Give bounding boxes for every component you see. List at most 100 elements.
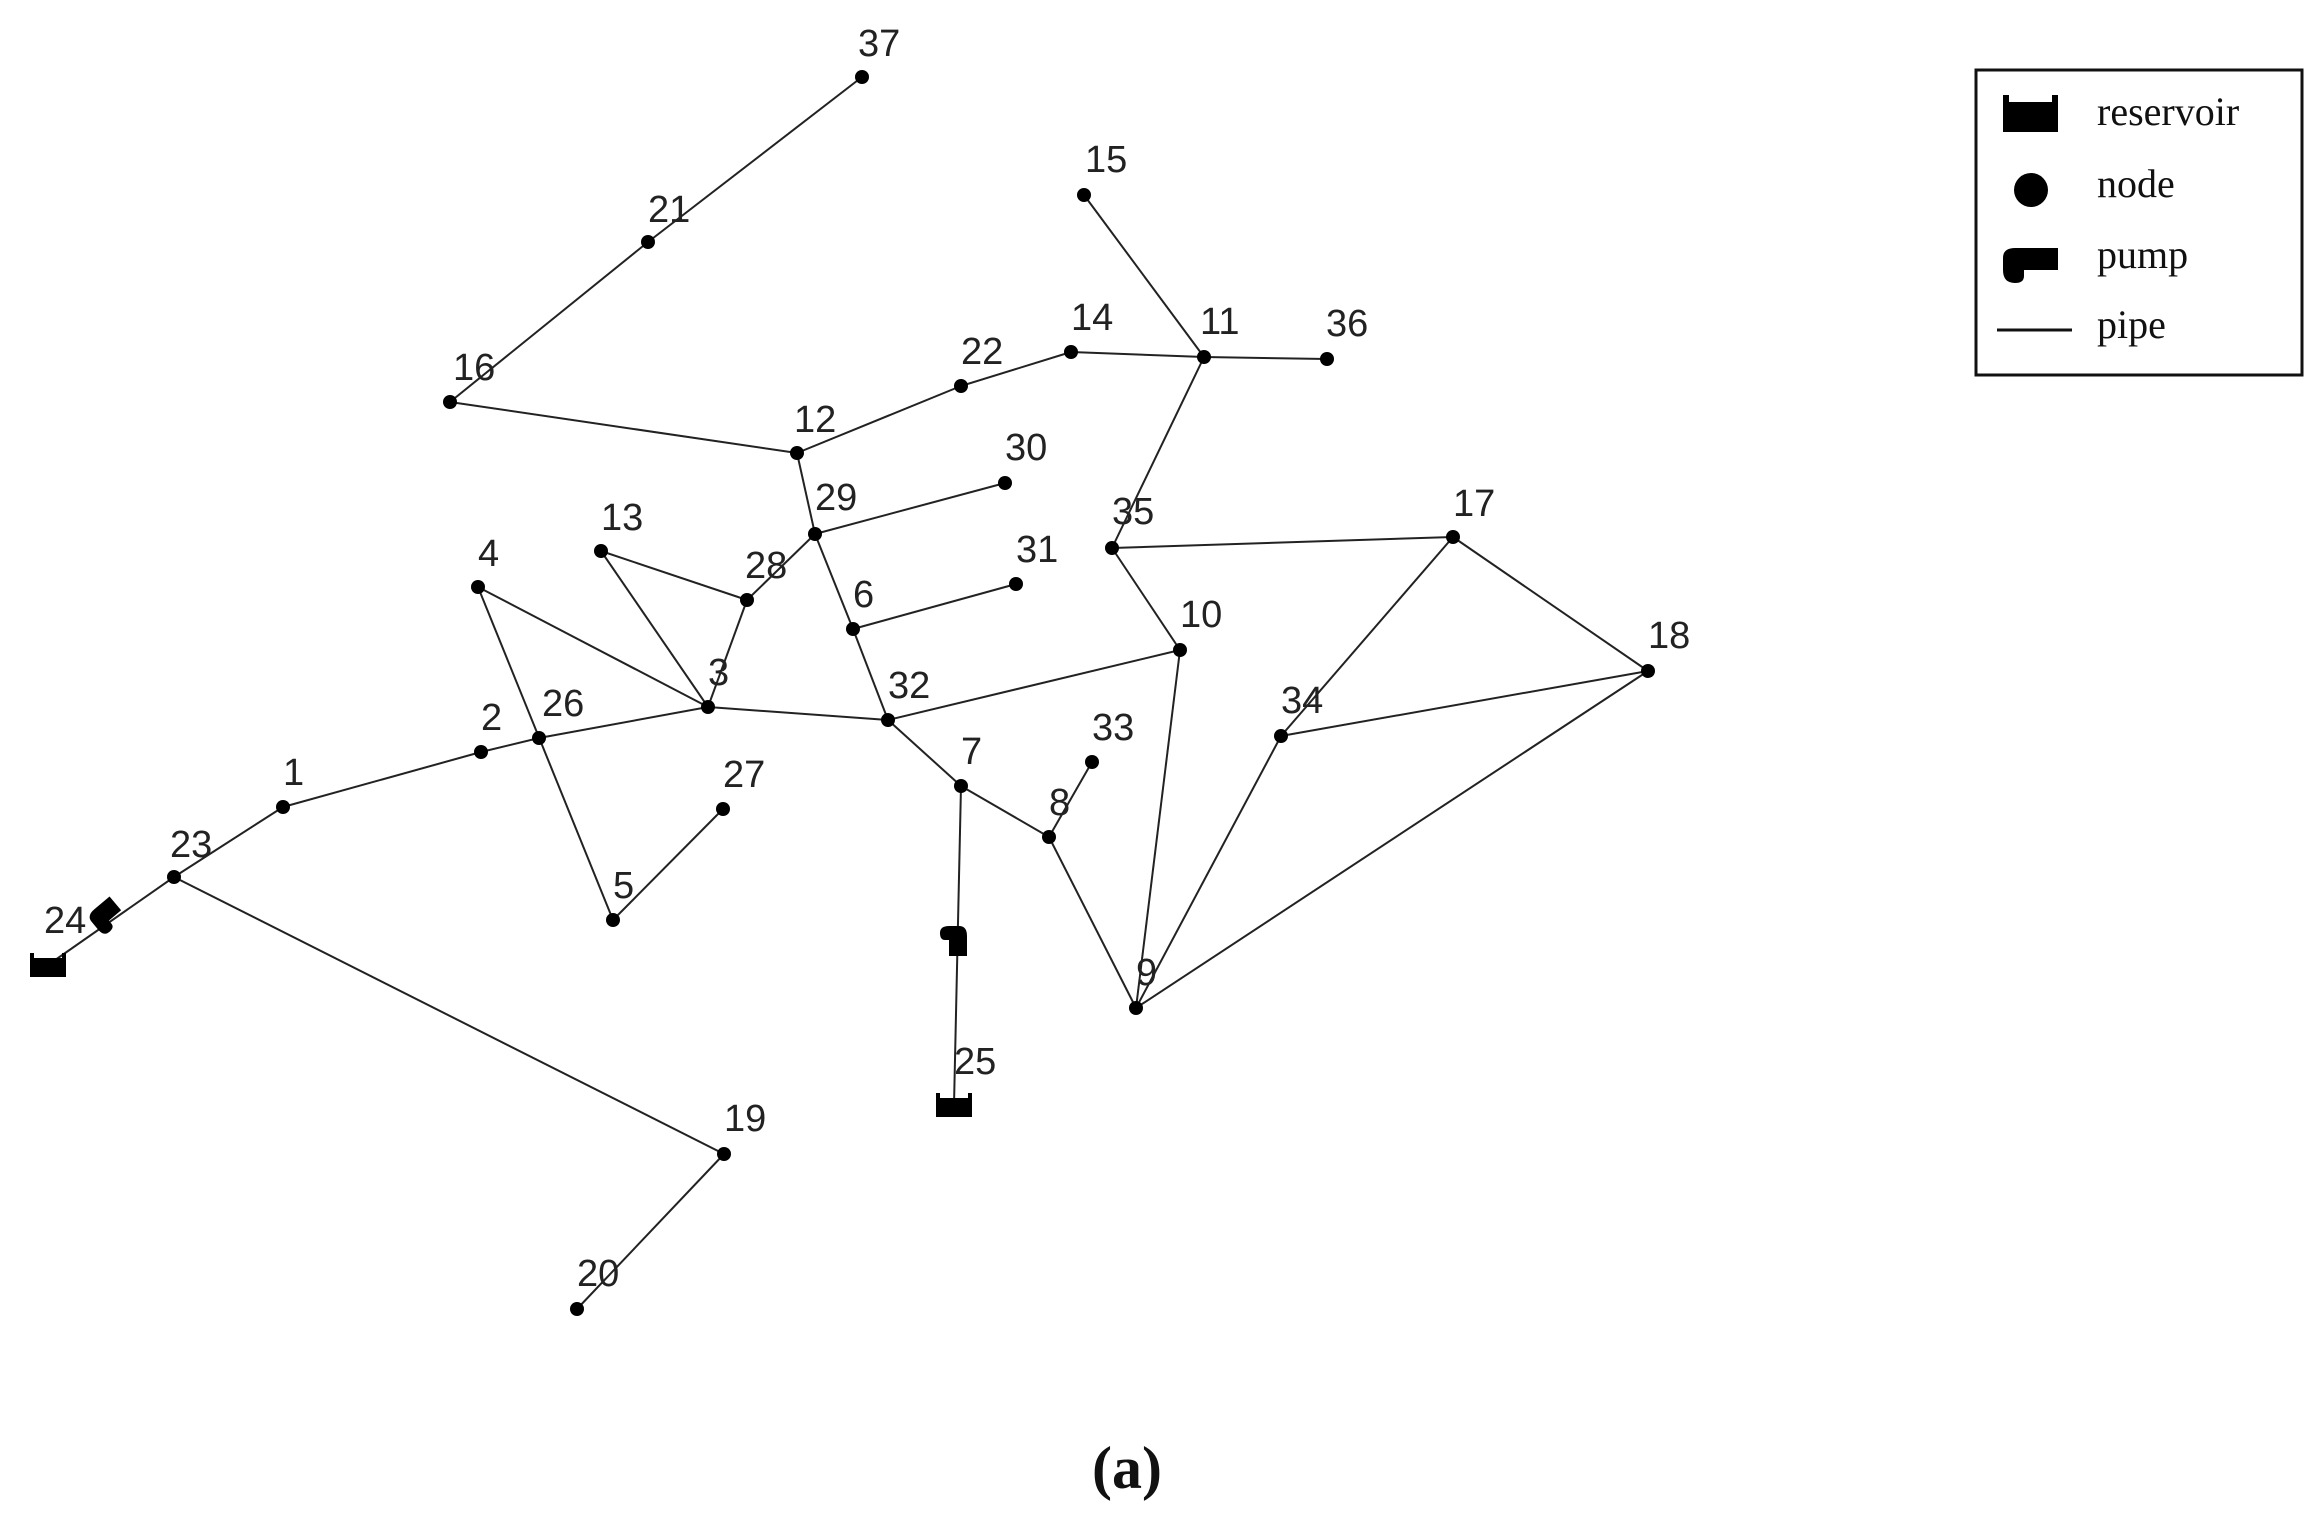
node-label-30: 30 <box>1005 427 1047 469</box>
pipe-10-35 <box>1111 547 1181 651</box>
pipe-3-32 <box>707 706 889 721</box>
node-37 <box>855 70 869 84</box>
node-label-8: 8 <box>1049 782 1070 824</box>
legend-reservoir-label: reservoir <box>2097 89 2239 134</box>
node-31 <box>1009 577 1023 591</box>
node-label-28: 28 <box>745 545 787 587</box>
pipe-17-18 <box>1452 536 1649 672</box>
node-label-25: 25 <box>954 1041 996 1083</box>
pipe-12-22 <box>796 385 962 454</box>
node-26 <box>532 731 546 745</box>
pipe-11-36 <box>1203 356 1328 360</box>
node-label-33: 33 <box>1092 707 1134 749</box>
pipe-14-11 <box>1070 351 1205 358</box>
node-8 <box>1042 830 1056 844</box>
pump-icon <box>940 926 967 956</box>
node-14 <box>1064 345 1078 359</box>
node-3 <box>701 700 715 714</box>
pipe-16-12 <box>449 401 798 454</box>
node-23 <box>167 870 181 884</box>
pipe-19-20 <box>576 1153 725 1310</box>
pipe-18-9 <box>1135 670 1649 1009</box>
node-11 <box>1197 350 1211 364</box>
node-1 <box>276 800 290 814</box>
node-label-26: 26 <box>542 683 584 725</box>
pipe-29-28 <box>746 533 816 601</box>
pipe-6-31 <box>852 583 1017 630</box>
pipe-7-8 <box>960 785 1050 838</box>
node-35 <box>1105 541 1119 555</box>
node-label-15: 15 <box>1085 139 1127 181</box>
pipe-13-3 <box>600 550 709 708</box>
pipe-11-35 <box>1111 356 1205 549</box>
legend-pump-label: pump <box>2097 232 2188 277</box>
node-label-17: 17 <box>1453 483 1495 525</box>
pipe-28-3 <box>707 599 748 708</box>
pipe-34-9 <box>1135 735 1282 1009</box>
node-label-23: 23 <box>170 824 212 866</box>
node-label-20: 20 <box>577 1253 619 1295</box>
node-label-16: 16 <box>453 347 495 389</box>
node-label-4: 4 <box>478 533 499 575</box>
pipe-28-13 <box>600 550 748 601</box>
pipe-29-6 <box>814 533 854 630</box>
pipe-2-1 <box>282 751 482 808</box>
legend-node-label: node <box>2097 161 2175 206</box>
node-19 <box>717 1147 731 1161</box>
node-13 <box>594 544 608 558</box>
node-2 <box>474 745 488 759</box>
pipe-5-27 <box>612 808 724 921</box>
reservoir-icon <box>30 953 66 977</box>
node-label-2: 2 <box>481 697 502 739</box>
node-4 <box>471 580 485 594</box>
node-10 <box>1173 643 1187 657</box>
node-label-1: 1 <box>283 752 304 794</box>
node-label-5: 5 <box>613 865 634 907</box>
pipe-22-14 <box>960 351 1072 387</box>
node-label-9: 9 <box>1136 952 1157 994</box>
legend-pipe-label: pipe <box>2097 302 2166 347</box>
pipe-32-7 <box>887 719 962 787</box>
reservoir-icon <box>2003 95 2058 132</box>
node-label-11: 11 <box>1200 301 1239 343</box>
nodes-layer: 1234567891011121314151617181920212223242… <box>30 23 1690 1316</box>
node-label-7: 7 <box>961 731 982 773</box>
node-15 <box>1077 188 1091 202</box>
pipe-6-32 <box>852 628 889 721</box>
node-32 <box>881 713 895 727</box>
node-label-13: 13 <box>601 497 643 539</box>
pipe-4-5 <box>477 586 614 921</box>
pumps-layer <box>89 896 967 956</box>
figure-caption: (a) <box>1092 1435 1162 1501</box>
node-label-6: 6 <box>853 574 874 616</box>
node-22 <box>954 379 968 393</box>
node-21 <box>641 235 655 249</box>
node-label-29: 29 <box>815 477 857 519</box>
node-icon <box>2014 173 2048 207</box>
node-label-32: 32 <box>888 665 930 707</box>
pump-icon <box>89 896 122 934</box>
node-label-27: 27 <box>723 754 765 796</box>
pipe-35-17 <box>1111 536 1454 549</box>
node-17 <box>1446 530 1460 544</box>
pipe-17-34 <box>1280 536 1454 737</box>
node-16 <box>443 395 457 409</box>
node-label-36: 36 <box>1326 303 1368 345</box>
node-label-22: 22 <box>961 331 1003 373</box>
node-label-37: 37 <box>858 23 900 65</box>
node-34 <box>1274 729 1288 743</box>
legend: reservoir node pump pipe <box>1974 68 2304 377</box>
node-9 <box>1129 1001 1143 1015</box>
pipe-8-33 <box>1048 761 1093 838</box>
node-label-24: 24 <box>44 900 86 942</box>
node-label-21: 21 <box>648 189 690 231</box>
reservoir-icon <box>936 1093 972 1117</box>
pipe-26-2 <box>480 737 540 753</box>
pump-icon <box>2003 248 2058 283</box>
node-20 <box>570 1302 584 1316</box>
pipes-layer <box>47 76 1649 1310</box>
node-label-18: 18 <box>1648 615 1690 657</box>
node-12 <box>790 446 804 460</box>
pipe-29-30 <box>814 482 1006 535</box>
node-6 <box>846 622 860 636</box>
